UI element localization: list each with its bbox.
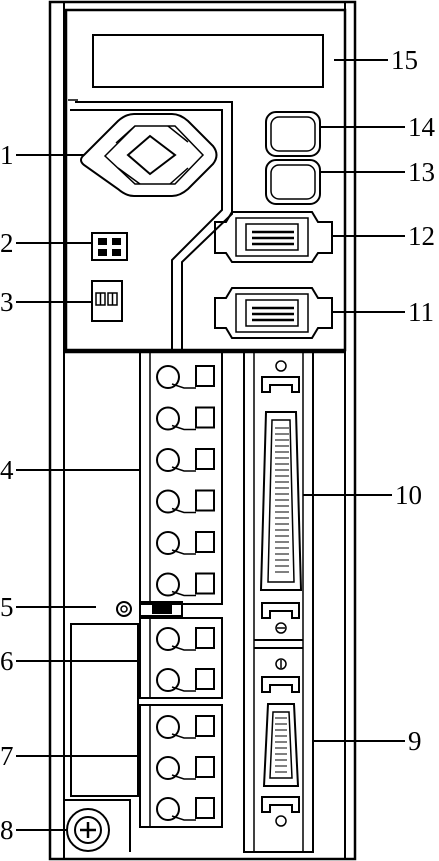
main-power-terminal-6[interactable] — [156, 572, 215, 597]
side-cover-plate — [64, 623, 139, 852]
main-power-terminal-4[interactable] — [156, 489, 215, 514]
callout-13: 13 — [408, 157, 435, 187]
callout-4: 4 — [0, 455, 14, 485]
lcd-display-window — [92, 34, 324, 88]
keypad[interactable] — [80, 113, 218, 197]
callout-9: 9 — [408, 726, 422, 756]
callout-12: 12 — [408, 221, 435, 251]
callout-14: 14 — [408, 112, 436, 142]
dip-switch[interactable] — [91, 280, 123, 322]
io-signal-connector[interactable] — [259, 360, 303, 634]
charge-indicator-screw — [116, 601, 183, 617]
main-power-terminal-1[interactable] — [156, 365, 215, 389]
communication-connector-lower[interactable] — [214, 287, 333, 339]
callout-lines — [16, 59, 405, 831]
motor-terminal-block[interactable] — [139, 704, 223, 828]
communication-connector-upper[interactable] — [214, 211, 333, 263]
io-connector-rail — [243, 351, 314, 853]
main-power-terminal-block[interactable] — [139, 351, 223, 605]
callout-15: 15 — [391, 45, 418, 75]
main-power-terminal-2[interactable] — [156, 406, 215, 431]
callout-2: 2 — [0, 228, 14, 258]
callout-3: 3 — [0, 287, 14, 317]
callout-10: 10 — [395, 480, 422, 510]
callout-5: 5 — [0, 592, 14, 622]
callout-labels: 1 2 3 4 5 6 7 8 9 10 11 12 13 14 15 — [0, 45, 436, 845]
main-power-terminal-5[interactable] — [156, 531, 215, 555]
ground-screw — [66, 808, 110, 852]
regen-terminal-2[interactable] — [156, 668, 215, 692]
charge-led-connector — [91, 232, 128, 261]
regen-terminal-block[interactable] — [139, 617, 223, 699]
drive-housing — [48, 0, 357, 861]
communication-port-button-upper[interactable] — [265, 111, 321, 157]
callout-6: 6 — [0, 646, 14, 676]
callout-7: 7 — [0, 741, 14, 771]
callout-1: 1 — [0, 140, 14, 170]
communication-port-button-lower[interactable] — [265, 159, 321, 205]
callout-8: 8 — [0, 815, 14, 845]
main-power-terminal-3[interactable] — [156, 448, 215, 472]
encoder-connector[interactable] — [261, 658, 300, 827]
motor-terminal-3[interactable] — [156, 797, 215, 821]
motor-terminal-1[interactable] — [156, 715, 215, 739]
regen-terminal-1[interactable] — [156, 627, 215, 651]
motor-terminal-2[interactable] — [156, 756, 215, 780]
callout-11: 11 — [408, 297, 434, 327]
